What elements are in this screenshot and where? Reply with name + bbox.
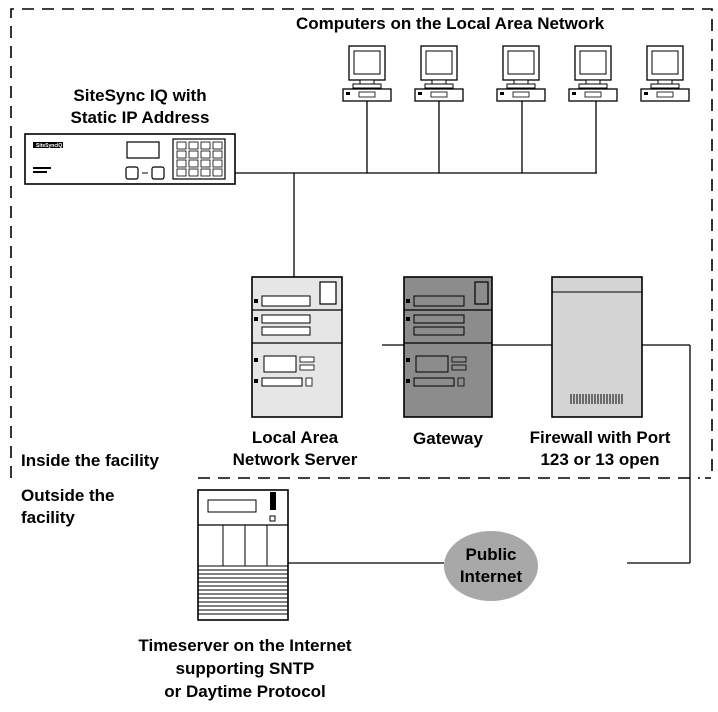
sitesync-label-line1: SiteSync IQ with	[73, 86, 207, 105]
sitesync-device-icon: SiteSync IQ	[24, 133, 236, 185]
sitesync-label-line2: Static IP Address	[70, 108, 210, 127]
gateway-icon	[403, 276, 493, 418]
lan-server-icon	[251, 276, 343, 418]
computer-icon	[414, 45, 464, 102]
lan-server-label-line2: Network Server	[232, 450, 358, 469]
facility-boundary	[10, 8, 713, 479]
sitesync-brand-text: SiteSync	[36, 143, 57, 149]
sitesync-brand-badge: IQ	[57, 143, 62, 149]
firewall-label-line2: 123 or 13 open	[540, 450, 660, 469]
internet-cloud-icon	[444, 531, 538, 601]
lan-server-label-line1: Local Area	[251, 428, 339, 447]
inside-facility-label: Inside the facility	[21, 451, 159, 470]
internet-label-line1: Public	[465, 545, 517, 564]
outside-facility-label-line2: facility	[21, 508, 75, 527]
gateway-label: Gateway	[413, 429, 483, 448]
firewall-label-line1: Firewall with Port	[529, 428, 671, 447]
computer-icon	[568, 45, 618, 102]
timeserver-label-line1: Timeserver on the Internet	[138, 636, 352, 655]
timeserver-label-line2: supporting SNTP	[175, 659, 315, 678]
lan-wiring	[235, 101, 691, 564]
outside-facility-label-line1: Outside the	[21, 486, 115, 505]
timeserver-label-line3: or Daytime Protocol	[164, 682, 326, 701]
computer-icon	[342, 45, 392, 102]
computer-icon	[496, 45, 546, 102]
timeserver-icon	[197, 489, 289, 621]
firewall-icon	[551, 276, 643, 418]
internet-label-line2: Internet	[459, 567, 523, 586]
computers-title: Computers on the Local Area Network	[296, 14, 605, 33]
computer-icon	[640, 45, 690, 102]
